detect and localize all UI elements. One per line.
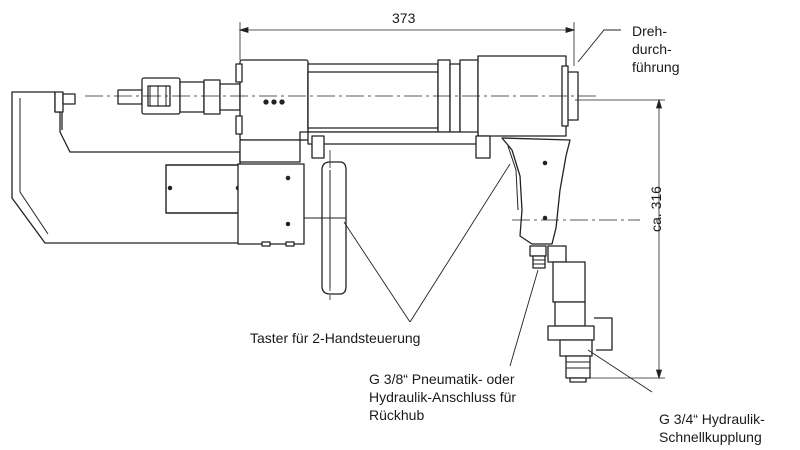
return-port-fitting xyxy=(529,245,547,269)
leader-lines xyxy=(343,29,653,393)
return-port-line: Hydraulik-Anschluss für xyxy=(369,389,517,405)
quick-coupling-line: Schnellkupplung xyxy=(659,429,762,445)
hydraulic-coupling xyxy=(547,245,613,383)
rotary-union-line: durch- xyxy=(632,41,672,57)
cylinder-housing xyxy=(235,55,579,141)
quick-coupling-label: G 3/4“ Hydraulik- Schnellkupplung xyxy=(659,410,765,446)
quick-coupling-line: G 3/4“ Hydraulik- xyxy=(659,411,765,427)
two-hand-buttons-label: Taster für 2-Handsteuerung xyxy=(250,330,421,346)
center-lines xyxy=(85,95,640,300)
return-port-label: G 3/8“ Pneumatik- oder Hydraulik-Anschlu… xyxy=(369,370,516,424)
front-grip xyxy=(304,161,347,295)
width-dimension-label: 373 xyxy=(392,10,416,26)
pistol-grip xyxy=(501,137,571,245)
height-dimension-label: ca. 316 xyxy=(648,186,664,232)
return-port-line: Rückhub xyxy=(369,407,425,423)
dimension-lines xyxy=(238,22,665,380)
lower-body xyxy=(165,131,491,247)
rotary-union-line: führung xyxy=(632,59,680,75)
return-port-line: G 3/8“ Pneumatik- oder xyxy=(369,371,515,387)
rotary-union-label: Dreh- durch- führung xyxy=(632,22,679,76)
rotary-union-line: Dreh- xyxy=(632,23,668,39)
